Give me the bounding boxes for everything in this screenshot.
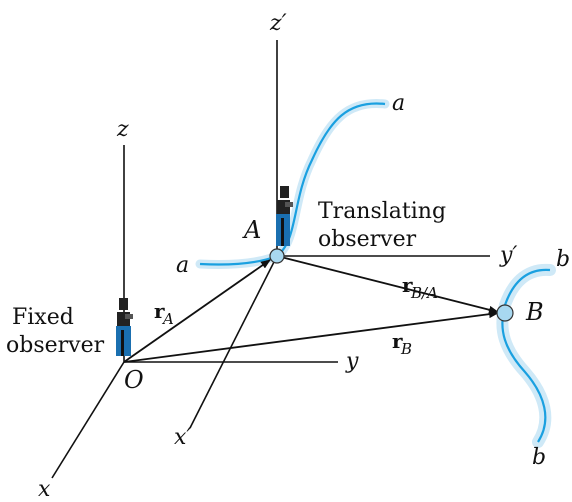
translating-observer-icon <box>276 186 293 246</box>
path-a-top-label: a <box>392 91 405 116</box>
point-o-label: O <box>124 366 144 394</box>
point-b-label: B <box>525 298 544 326</box>
vector-r-a-main: r <box>154 299 165 323</box>
x-axis-label: x <box>38 477 51 502</box>
x-prime-axis-label: x′ <box>174 425 191 450</box>
point-b-marker <box>496 304 514 322</box>
y-axis-label: y <box>345 349 359 374</box>
vector-r-b-sub: B <box>400 340 412 358</box>
point-a-marker <box>269 248 285 264</box>
path-a-left-label: a <box>176 253 189 278</box>
translating-observer-line1: Translating <box>318 199 446 224</box>
z-prime-axis-label: z′ <box>269 11 287 36</box>
point-a-label: A <box>242 216 261 244</box>
path-b-top-label: b <box>556 247 570 272</box>
vector-r-b-over-a-sub: B/A <box>410 284 438 302</box>
translating-observer-line2: observer <box>318 227 417 252</box>
fixed-observer-line1: Fixed <box>12 305 74 330</box>
x-prime-axis <box>189 255 278 429</box>
path-a-curve <box>199 102 386 266</box>
vector-r-a-label: r A <box>154 299 174 328</box>
fixed-observer-icon <box>116 298 133 356</box>
vector-r-a-sub: A <box>161 310 174 328</box>
x-axis <box>51 361 125 479</box>
z-axis-label: z <box>116 117 129 142</box>
vector-r-b-over-a <box>276 255 499 314</box>
vector-r-b-main: r <box>392 329 403 353</box>
y-prime-axis-label: y′ <box>499 243 517 268</box>
vector-r-b-over-a-label: r B/A <box>402 273 438 302</box>
path-b-bottom-label: b <box>532 445 546 470</box>
vector-r-a <box>123 259 271 363</box>
path-b-curve <box>501 268 551 443</box>
vector-r-b <box>123 310 499 363</box>
vector-r-b-label: r B <box>392 329 412 358</box>
fixed-observer-line2: observer <box>6 333 105 358</box>
vector-r-b-over-a-main: r <box>402 273 413 297</box>
